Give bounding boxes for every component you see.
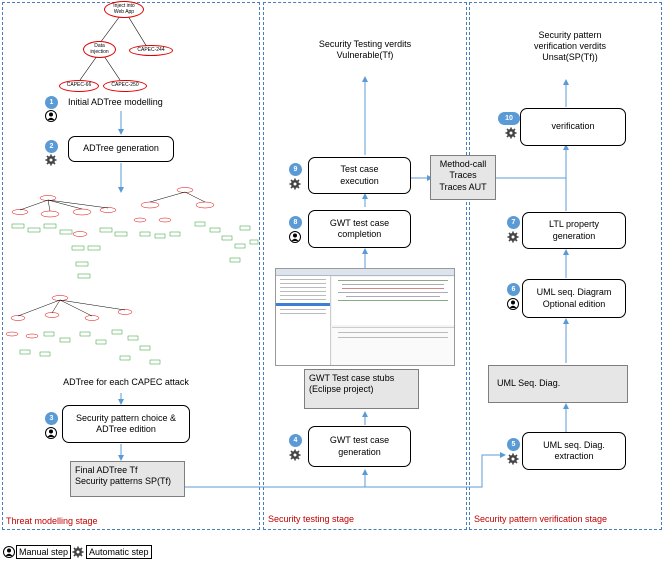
step-9-test-case-execution: Test case execution [308,157,411,194]
automatic-step-icon [289,178,301,190]
adtree-each-capec-label: ADTree for each CAPEC attack [63,377,189,387]
legend-automatic-icon [72,546,84,558]
verification-stage-label: Security pattern verification stage [474,514,608,524]
step-6-uml-seq-diagram-edition: UML seq. Diagram Optional edition [522,279,626,318]
legend-automatic-step: Automatic step [86,545,152,559]
security-testing-stage [263,2,467,530]
automatic-step-icon [45,154,57,166]
step-7-badge: 7 [507,216,520,229]
gwt-test-case-stubs-document: GWT Test case stubs (Eclipse project) [304,369,419,409]
step-2-adtree-generation: ADTree generation [68,136,174,162]
eclipse-project-screenshot [275,268,455,366]
step-1-label: Initial ADTree modelling [68,97,163,107]
step-2-badge: 2 [45,140,58,153]
step-8-gwt-test-case-completion: GWT test case completion [308,210,411,248]
step-5-badge: 5 [507,438,520,451]
manual-step-icon [45,110,57,122]
step-9-badge: 9 [289,163,302,176]
step-8-badge: 8 [289,216,302,229]
automatic-step-icon [507,231,519,243]
legend-manual-icon [3,546,15,558]
manual-step-icon [507,298,519,310]
step-10-badge: 10 [498,112,520,125]
testing-stage-label: Security testing stage [268,514,355,524]
automatic-step-icon [505,127,517,139]
security-testing-verdicts: Security Testing verdits Vulnerable(Tf) [318,39,412,60]
adtree-capec-250-node: CAPEC-250 [103,80,147,92]
adtree-capec-66-node: CAPEC-66 [59,80,99,92]
step-3-badge: 3 [45,412,58,425]
step-10-verification: verification [520,108,626,146]
uml-seq-diag-document: UML Seq. Diag. [488,365,628,403]
step-4-badge: 4 [289,434,302,447]
step-6-badge: 6 [507,283,520,296]
final-adtree-document: Final ADTree Tf Security patterns SP(Tf) [70,461,185,497]
verification-stage [469,2,662,530]
step-3-security-pattern-choice: Security pattern choice & ADTree edition [62,405,190,443]
automatic-step-icon [507,453,519,465]
step-4-gwt-test-case-generation: GWT test case generation [308,426,411,467]
adtree-capec-244-node: CAPEC-244 [129,45,173,56]
step-7-ltl-property-generation: LTL property generation [522,212,626,249]
manual-step-icon [289,231,301,243]
adtree-data-injection-node: Data injection [83,41,116,58]
step-1-badge: 1 [45,96,58,109]
automatic-step-icon [289,449,301,461]
method-call-traces-document: Method-call Traces Traces AUT [430,155,496,200]
legend-manual-step: Manual step [16,545,72,559]
security-pattern-verdicts: Security pattern verification verdits Un… [533,30,607,62]
manual-step-icon [45,427,57,439]
step-5-uml-seq-diag-extraction: UML seq. Diag. extraction [522,432,626,470]
threat-stage-label: Threat modelling stage [6,516,98,526]
adtree-root-node: Inject into Web App [104,1,144,18]
